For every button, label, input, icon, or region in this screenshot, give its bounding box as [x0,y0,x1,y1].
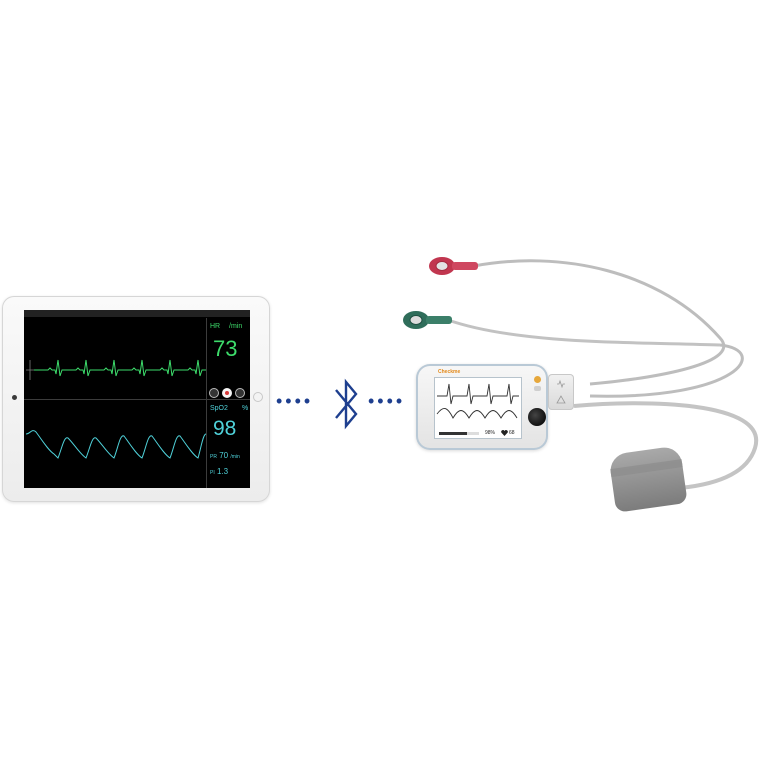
pr-unit: /min [230,454,240,460]
pi-value: 1.3 [216,467,229,476]
spo2-label: SpO2 [210,405,228,412]
finger-clip-icon [608,445,688,513]
red-electrode-icon [429,257,478,275]
camera-icon[interactable] [209,388,219,398]
device-screen: 98% 68 [434,377,522,439]
device-brand: Checkme [438,369,461,375]
device-mode-button[interactable] [534,386,541,391]
ecg-waveform [26,359,206,380]
panel-divider-vertical [206,318,207,488]
tablet-camera [12,395,17,400]
heart-icon [501,430,508,436]
pi-readout: PI 1.3 [210,468,228,476]
signal-dots-left: •••• [276,391,314,411]
spo2-icon [556,395,566,404]
ecg-port-icon [557,379,565,389]
handheld-monitor: Checkme 98% 68 [416,364,548,450]
record-icon[interactable] [222,388,232,398]
pr-readout: PR 70 /min [210,452,240,460]
green-electrode-icon [403,311,452,329]
pi-label: PI [210,470,215,476]
device-spo2-readout: 98% [485,430,496,436]
ecg-icon [436,383,519,419]
pleth-waveform [25,430,206,459]
battery-level [439,432,467,435]
sensor-band [610,459,683,478]
spo2-value: 98 [213,417,237,440]
device-hr-readout: 68 [509,430,515,436]
hr-label: HR [210,323,221,330]
pr-label: PR [210,454,217,460]
signal-dots-right: •••• [368,391,406,411]
device-top-button[interactable] [534,376,541,383]
bluetooth-icon [335,378,358,430]
battery-bar [439,432,479,435]
cable-connector [548,374,574,410]
hr-unit: /min [229,323,243,330]
monitor-app-screen: HR /min 73 SpO2 % 98 PR 70 /min PI 1.3 [24,310,250,488]
panel-divider-horizontal [24,399,250,400]
pr-value: 70 [219,451,229,460]
status-bar [24,310,250,317]
hr-value: 73 [213,336,238,361]
device-main-button[interactable] [528,408,546,426]
spo2-unit: % [242,405,249,412]
tablet-home-button[interactable] [253,392,263,402]
list-icon[interactable] [235,388,245,398]
tablet: HR /min 73 SpO2 % 98 PR 70 /min PI 1.3 [2,296,270,502]
